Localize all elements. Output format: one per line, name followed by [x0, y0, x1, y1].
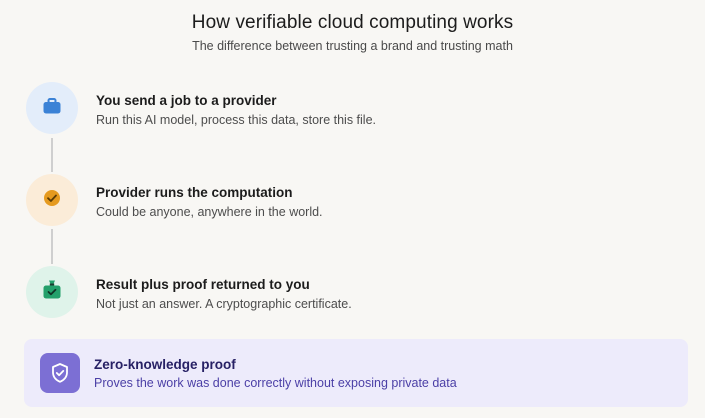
verified-package-icon — [43, 280, 61, 304]
step-circle — [26, 82, 78, 134]
step-title: You send a job to a provider — [96, 93, 277, 108]
step-circle — [26, 174, 78, 226]
page-title: How verifiable cloud computing works — [191, 12, 514, 33]
step-circle — [26, 266, 78, 318]
step-title: Result plus proof returned to you — [96, 277, 310, 292]
briefcase-icon — [43, 97, 61, 119]
step-description: Run this AI model, process this data, st… — [96, 113, 376, 127]
step-connector-2 — [51, 229, 53, 264]
step-description: Could be anyone, anywhere in the world. — [96, 205, 323, 219]
callout-description: Proves the work was done correctly witho… — [94, 376, 457, 390]
page-subtitle: The difference between trusting a brand … — [192, 39, 513, 53]
shield-check-icon — [40, 353, 80, 393]
step-connector-1 — [51, 138, 53, 172]
step-title: Provider runs the computation — [96, 185, 293, 200]
step-send-job: You send a job to a provider Run this AI… — [26, 82, 666, 134]
zero-knowledge-callout: Zero-knowledge proof Proves the work was… — [24, 339, 688, 407]
step-result-proof: Result plus proof returned to you Not ju… — [26, 266, 666, 318]
step-description: Not just an answer. A cryptographic cert… — [96, 297, 352, 311]
callout-title: Zero-knowledge proof — [94, 357, 236, 372]
step-provider-runs: Provider runs the computation Could be a… — [26, 174, 666, 226]
check-badge-icon — [43, 189, 61, 212]
